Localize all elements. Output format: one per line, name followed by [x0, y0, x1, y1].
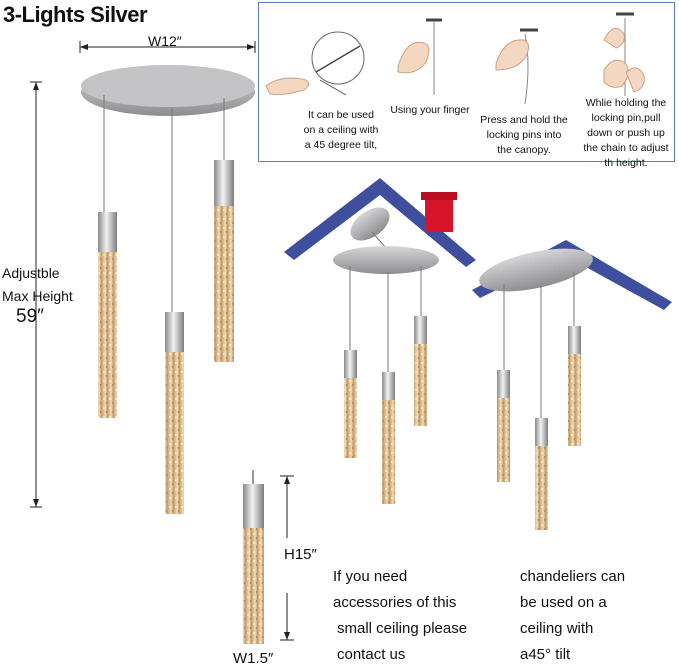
width-label: W12″ [148, 33, 182, 49]
instruction-line: down or push up [587, 127, 665, 139]
instruction-line: locking pins into [486, 129, 562, 141]
instruction-line: Press and hold the [480, 114, 568, 126]
instruction-line: a 45 degree tilt, [304, 139, 378, 151]
note-line: small ceiling please [337, 620, 468, 637]
installation-panel [258, 2, 675, 162]
width-dimension [79, 41, 256, 53]
instruction-line: locking pin,pull [591, 112, 661, 124]
instruction-line: Whlie holding the [585, 97, 667, 109]
instruction-line: on a ceiling with [303, 124, 379, 136]
instruction-tilt: It can be used on a ceiling with a 45 de… [296, 108, 386, 153]
instruction-sketches [265, 12, 645, 105]
height-label-line1: Adjustble [2, 265, 60, 281]
note-line: ceiling with [520, 620, 594, 637]
accessories-note: If you need accessories of this small ce… [333, 564, 467, 668]
instruction-press: Press and hold the locking pins into the… [474, 113, 574, 158]
height-dimension [30, 81, 42, 508]
note-line: accessories of this [333, 594, 457, 611]
note-line: a45° tilt [520, 646, 571, 663]
instruction-adjust: Whlie holding the locking pin,pull down … [576, 96, 676, 171]
instruction-finger: Using your finger [382, 103, 478, 118]
instruction-line: the chain to adjust [583, 142, 669, 154]
instruction-line: It can be used [308, 109, 374, 121]
instruction-line: the canopy. [497, 144, 551, 156]
product-title: 3-Lights Silver [3, 2, 148, 27]
note-line: If you need [333, 568, 408, 585]
sloped-ceiling-scene-left [284, 178, 476, 504]
main-chandelier [81, 65, 255, 514]
note-line: contact us [337, 646, 406, 663]
height-value: 59″ [16, 306, 44, 327]
sloped-ceiling-scene-right [472, 240, 672, 530]
instruction-line: Using your finger [390, 104, 470, 116]
note-line: be used on a [520, 594, 607, 611]
tilt-note: chandeliers can be used on a ceiling wit… [520, 564, 625, 668]
pendant-height-label: H15″ [284, 546, 317, 563]
instruction-line: th height. [604, 157, 648, 169]
height-label-line2: Max Height [2, 288, 73, 304]
note-line: chandeliers can [520, 568, 626, 585]
pendant-width-label: W1.5″ [233, 650, 274, 667]
single-pendant [243, 470, 294, 644]
